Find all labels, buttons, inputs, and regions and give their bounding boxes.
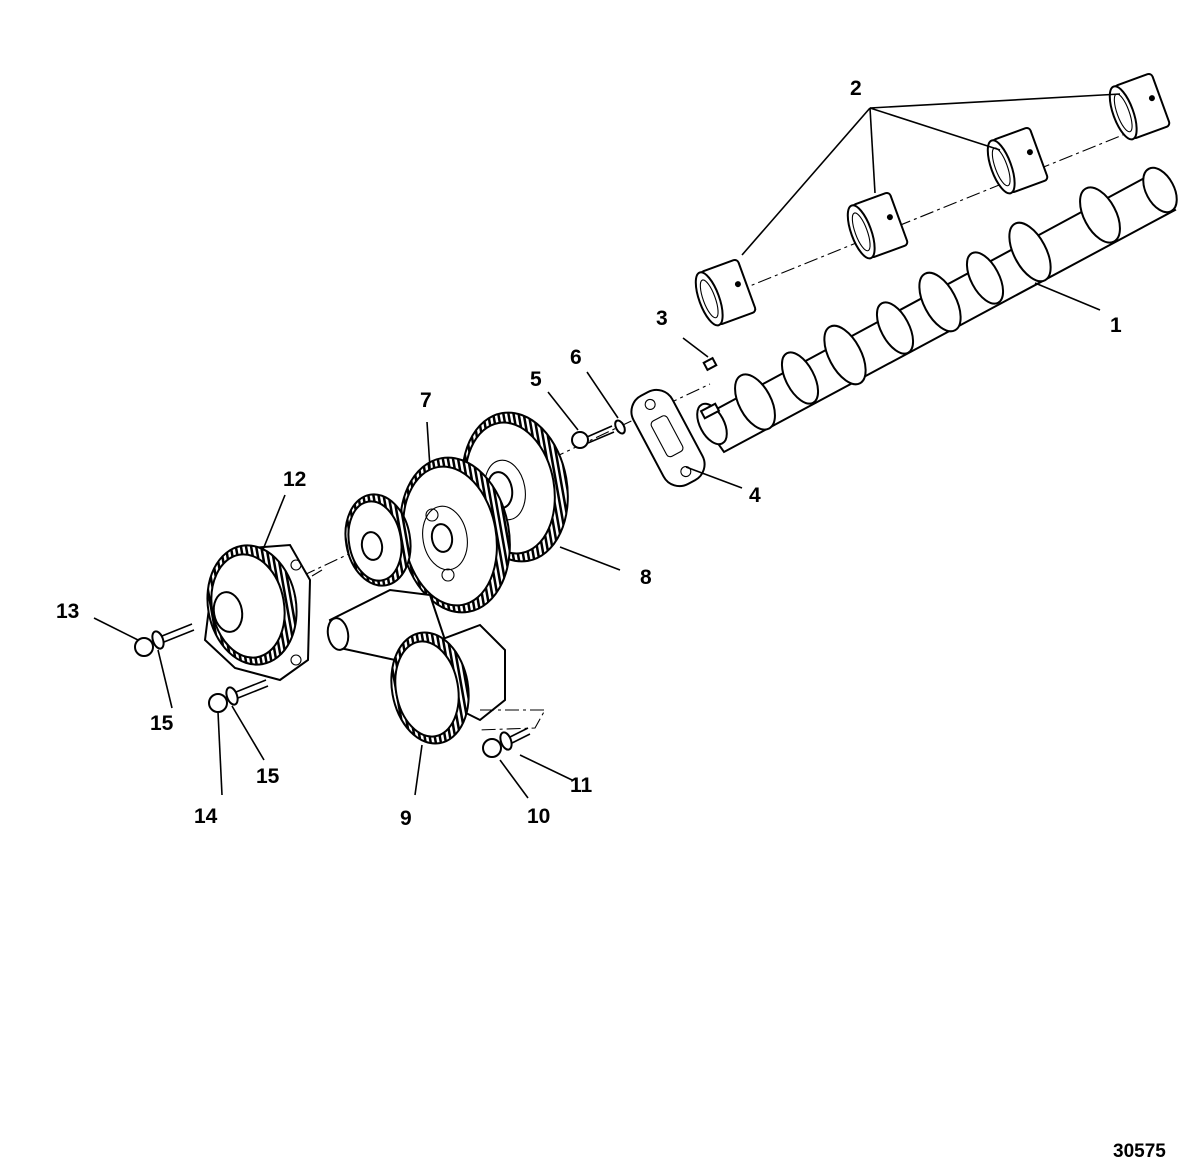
callout-9: 9 [400, 807, 412, 830]
callout-13: 13 [56, 600, 79, 623]
callout-1: 1 [1110, 314, 1122, 337]
callout-5: 5 [530, 368, 542, 391]
camshaft-bearings [694, 72, 1171, 327]
callout-2: 2 [850, 77, 862, 100]
bearing-4 [1108, 72, 1171, 141]
oil-pump-gear [390, 623, 546, 745]
callout-labels: 1 2 3 4 5 6 7 8 9 10 11 12 13 14 15 15 [56, 77, 1122, 830]
timing-cover-gear [203, 543, 323, 682]
thrust-plate-washer [614, 419, 626, 435]
callout-12: 12 [283, 468, 306, 491]
callout-11: 11 [570, 774, 593, 797]
bearing-3 [986, 126, 1049, 195]
callout-3: 3 [656, 307, 668, 330]
callout-15a: 15 [150, 712, 174, 735]
callout-4: 4 [749, 484, 761, 507]
callout-6: 6 [570, 346, 582, 369]
callout-15b: 15 [256, 765, 280, 788]
cover-bolt-lower [208, 679, 269, 713]
bearing-1 [694, 258, 757, 327]
woodruff-key [702, 356, 718, 372]
idler-gear-large [399, 456, 511, 614]
thrust-plate-bolt [571, 425, 615, 449]
camshaft [696, 166, 1178, 454]
cover-bolt-upper [134, 623, 195, 657]
callout-14: 14 [194, 805, 218, 828]
pump-bolt [482, 727, 531, 758]
callout-7: 7 [420, 389, 432, 412]
thrust-plate [630, 388, 706, 488]
bearing-2 [846, 191, 909, 260]
leader-lines [93, 93, 1121, 799]
idler-gear-small [344, 493, 412, 587]
callout-10: 10 [527, 805, 550, 828]
figure-number: 30575 [1113, 1141, 1166, 1162]
callout-8: 8 [640, 566, 652, 589]
